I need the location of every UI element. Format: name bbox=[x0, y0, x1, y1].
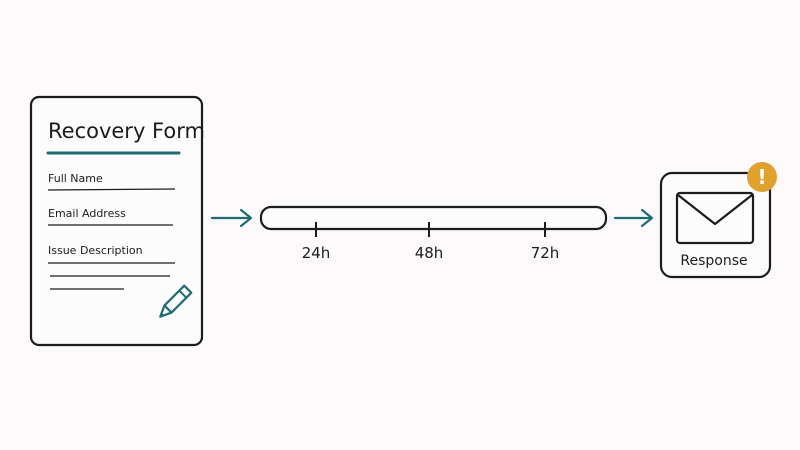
response-label: Response bbox=[680, 253, 747, 269]
field-label-issue: Issue Description bbox=[48, 244, 143, 257]
timeline-label-72h: 72h bbox=[531, 244, 560, 262]
response-card-frame bbox=[659, 171, 772, 279]
field-label-full-name: Full Name bbox=[48, 172, 103, 185]
timeline-label-48h: 48h bbox=[415, 244, 444, 262]
field-line-full-name bbox=[47, 188, 176, 191]
envelope-icon bbox=[675, 191, 755, 245]
arrow-form-to-timeline bbox=[210, 208, 253, 228]
form-card-frame bbox=[29, 95, 204, 347]
field-label-email: Email Address bbox=[48, 207, 126, 220]
timeline-bar bbox=[259, 205, 608, 231]
timeline: 24h 48h 72h bbox=[259, 205, 608, 262]
recovery-form-card: Recovery Form Full Name Email Address Is… bbox=[29, 95, 205, 347]
form-title: Recovery Form bbox=[48, 119, 205, 143]
badge-symbol: ! bbox=[757, 165, 766, 189]
arrow-timeline-to-response bbox=[613, 208, 654, 228]
pencil-icon bbox=[159, 284, 193, 318]
exclamation-icon: ! bbox=[747, 162, 777, 192]
response-card: Response ! bbox=[659, 162, 777, 279]
timeline-label-24h: 24h bbox=[302, 244, 331, 262]
